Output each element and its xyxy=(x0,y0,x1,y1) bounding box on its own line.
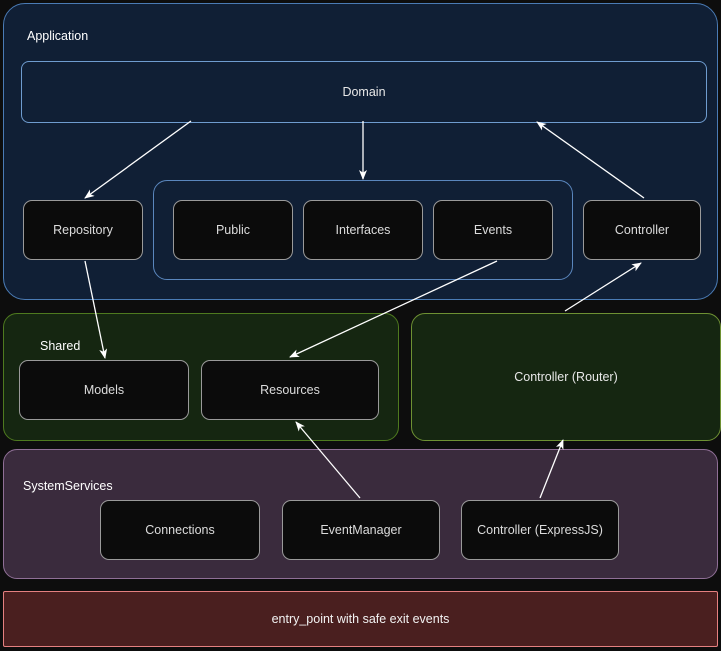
node-repository[interactable]: Repository xyxy=(23,200,143,260)
region-shared-label: Shared xyxy=(40,339,81,353)
node-resources[interactable]: Resources xyxy=(201,360,379,420)
node-event-manager[interactable]: EventManager xyxy=(282,500,440,560)
node-controller[interactable]: Controller xyxy=(583,200,701,260)
node-connections[interactable]: Connections xyxy=(100,500,260,560)
node-public[interactable]: Public xyxy=(173,200,293,260)
node-interfaces[interactable]: Interfaces xyxy=(303,200,423,260)
region-system-services-label: SystemServices xyxy=(23,479,113,493)
node-events[interactable]: Events xyxy=(433,200,553,260)
node-controller-expressjs[interactable]: Controller (ExpressJS) xyxy=(461,500,619,560)
entry-point-bar[interactable]: entry_point with safe exit events xyxy=(3,591,718,647)
region-controller-router[interactable]: Controller (Router) xyxy=(411,313,721,441)
node-domain[interactable]: Domain xyxy=(21,61,707,123)
node-models[interactable]: Models xyxy=(19,360,189,420)
region-application-label: Application xyxy=(27,29,89,43)
